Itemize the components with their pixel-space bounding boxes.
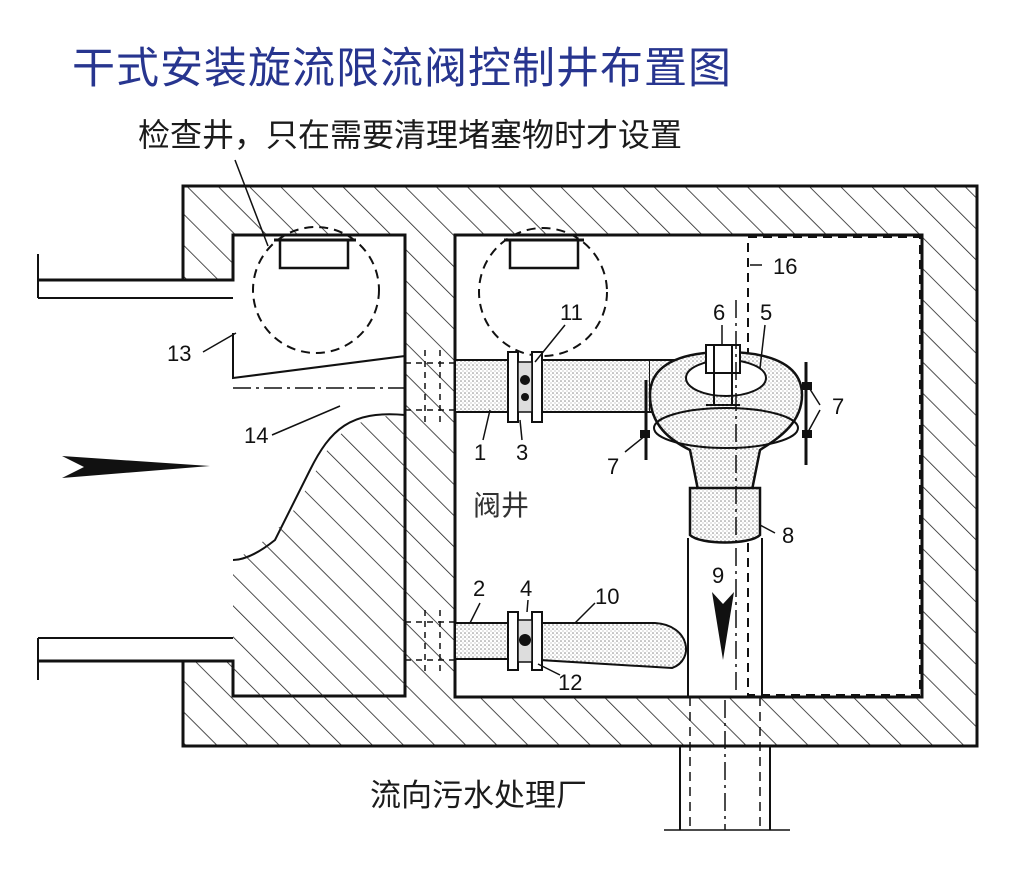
downflow-channel (687, 538, 763, 697)
valve-chamber-label: 阀井 (473, 489, 529, 522)
callout-5: 5 (760, 300, 772, 325)
lower-gate-valve (507, 611, 543, 671)
inflow-arrow (62, 456, 210, 478)
callout-8: 8 (782, 523, 794, 548)
callout-13: 13 (167, 341, 191, 366)
inspection-chamber-note: 检查井，只在需要清理堵塞物时才设置 (138, 116, 683, 154)
callout-10: 10 (595, 584, 619, 609)
inspection-chamber (232, 226, 406, 696)
lower-pipe (405, 610, 688, 672)
valve-chamber-manhole (478, 227, 608, 357)
leader-lines (202, 159, 821, 676)
callout-6: 6 (713, 300, 725, 325)
callout-3: 3 (516, 440, 528, 465)
diagram-title: 干式安装旋流限流阀控制井布置图 (72, 44, 732, 94)
upper-gate-valve (507, 351, 543, 423)
callout-14: 14 (244, 423, 268, 448)
outlet-pipe (664, 697, 790, 831)
dashed-partition (747, 236, 921, 696)
callout-1: 1 (474, 440, 486, 465)
callout-16: 16 (773, 254, 797, 279)
outflow-caption: 流向污水处理厂 (370, 778, 587, 814)
callout-12: 12 (558, 670, 582, 695)
vortex-valve (640, 344, 812, 544)
callout-4: 4 (520, 576, 532, 601)
callout-7-right: 7 (832, 394, 844, 419)
callout-9: 9 (712, 563, 724, 588)
callout-7-left: 7 (607, 454, 619, 479)
callout-2: 2 (473, 576, 485, 601)
inlet-pipe (37, 254, 233, 680)
callout-11: 11 (560, 300, 583, 325)
